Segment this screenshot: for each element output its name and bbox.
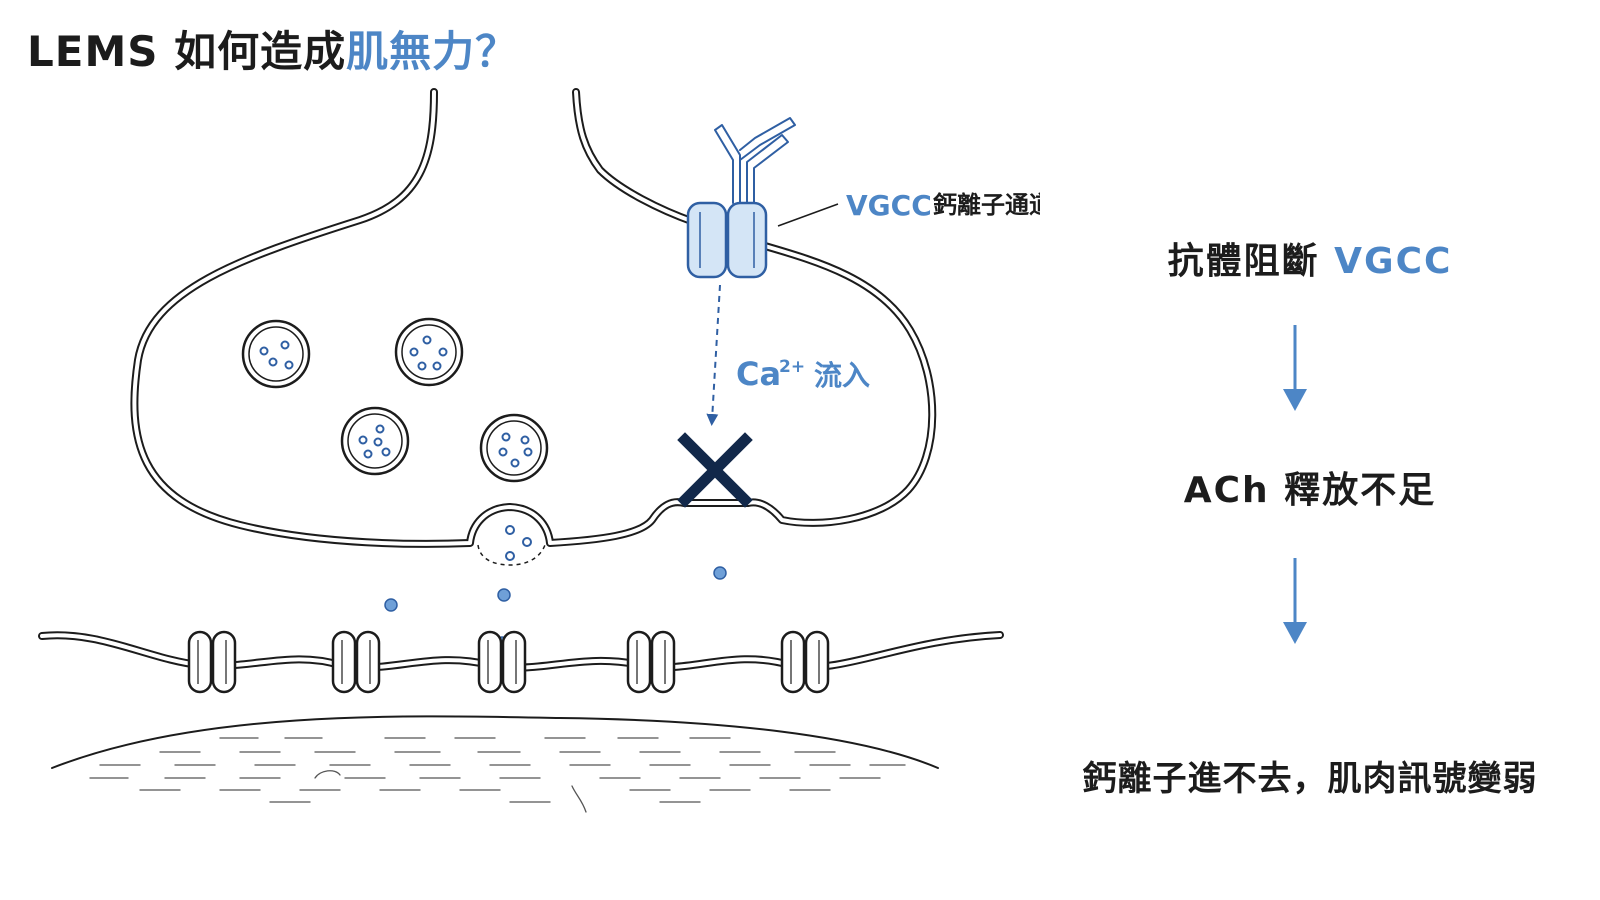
ach-receptor xyxy=(626,630,676,694)
vesicle xyxy=(340,406,410,476)
ach-receptor xyxy=(187,630,237,694)
vesicle xyxy=(479,413,549,483)
flow-step-antibody: 抗體阻斷 VGCC xyxy=(1040,232,1580,284)
flow-step-ach: ACh 釋放不足 xyxy=(1183,470,1437,511)
vgcc-text: 鈣離子通道 xyxy=(933,191,1040,219)
released-ach xyxy=(384,566,727,648)
flow-step-antibody-text: 抗體阻斷 xyxy=(1167,241,1320,282)
ca-influx-label: Ca 2+ 流入 xyxy=(736,355,870,393)
ca-influx-arrow xyxy=(706,284,721,426)
synapse-diagram: VGCC 鈣離子通道 Ca 2+ 流入 xyxy=(38,88,1040,813)
antibody-icon xyxy=(714,117,796,204)
ach-receptors xyxy=(187,630,830,694)
ach-receptor xyxy=(477,630,527,694)
ca-ion: Ca xyxy=(736,355,781,393)
ach-receptor xyxy=(780,630,830,694)
title-main: LEMS 如何造成 xyxy=(27,27,347,76)
down-arrow-icon xyxy=(1283,325,1307,411)
ca-influx-text: 流入 xyxy=(814,359,870,392)
muscle-fiber xyxy=(51,715,939,813)
vesicle xyxy=(394,317,464,387)
down-arrow-icon xyxy=(1283,558,1307,644)
synaptic-vesicles xyxy=(241,317,549,483)
page-title: LEMS 如何造成肌無力？ xyxy=(27,18,518,79)
fusing-vesicle xyxy=(477,525,546,566)
ach-receptor xyxy=(331,630,381,694)
ca-charge: 2+ xyxy=(779,357,805,377)
flow-step-result: 鈣離子進不去，肌肉訊號變弱 xyxy=(1082,759,1538,799)
mechanism-flow: 抗體阻斷 VGCC ACh 釋放不足 鈣離子進不去，肌肉訊號變弱 xyxy=(1040,0,1580,900)
vesicle xyxy=(241,319,311,389)
vgcc-label: VGCC 鈣離子通道 xyxy=(777,189,1040,227)
title-accent: 肌無力？ xyxy=(346,27,519,76)
vgcc-code: VGCC xyxy=(846,189,932,222)
flow-step-antibody-accent: VGCC xyxy=(1334,241,1453,282)
vgcc-channel-icon xyxy=(686,201,768,279)
block-x-icon xyxy=(677,432,753,508)
presynaptic-terminal xyxy=(130,88,937,548)
